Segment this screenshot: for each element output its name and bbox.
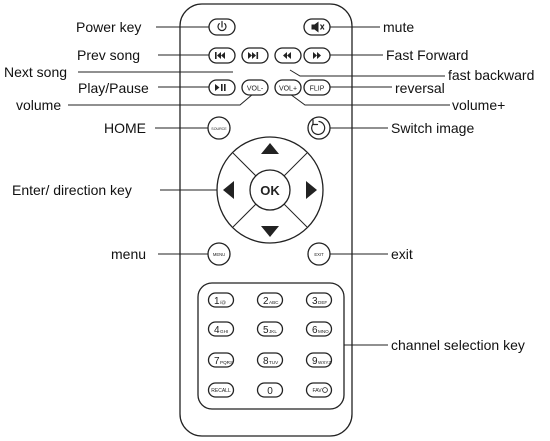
- play-pause-icon: [215, 84, 226, 91]
- skip-next-icon: [248, 52, 259, 59]
- key-3-letters: DEF: [318, 300, 327, 305]
- label-next-song: Next song: [4, 64, 68, 80]
- power-icon: [217, 20, 227, 32]
- fav-label: FAV: [312, 388, 322, 394]
- label-fast-forward: Fast Forward: [386, 47, 469, 63]
- key-9-letters: WXYZ: [318, 360, 331, 365]
- skip-previous-icon: [215, 52, 225, 59]
- label-mute: mute: [383, 19, 415, 35]
- key-2-letters: ABC: [269, 300, 279, 305]
- vol-minus-button[interactable]: [241, 79, 269, 96]
- leader-lines: [68, 26, 450, 346]
- label-volume-plus: volume+: [452, 97, 506, 113]
- ok-button[interactable]: [249, 169, 291, 211]
- key-6-button[interactable]: [305, 321, 333, 337]
- source-button[interactable]: [207, 116, 231, 140]
- recall-button[interactable]: [207, 382, 235, 398]
- keypad-panel: [197, 282, 345, 410]
- rotate-icon: [311, 119, 326, 136]
- label-menu: menu: [111, 246, 147, 262]
- label-reversal: reversal: [395, 80, 445, 96]
- label-fast-backward: fast backward: [448, 67, 535, 83]
- key-7-letters: PQRS: [220, 360, 233, 365]
- arrow-down-icon: [261, 226, 279, 237]
- exit-label: EXIT: [314, 252, 324, 257]
- recall-label: RECALL: [211, 388, 231, 394]
- key-7-digit: 7: [214, 356, 220, 367]
- key-8-button[interactable]: [256, 352, 284, 368]
- vol-minus-label: VOL-: [247, 86, 264, 93]
- key-4-digit: 4: [214, 325, 220, 336]
- flip-button[interactable]: [303, 79, 331, 96]
- arrow-right-icon: [306, 181, 317, 199]
- key-8-digit: 8: [263, 356, 269, 367]
- key-3-digit: 3: [312, 296, 318, 307]
- ok-label: OK: [260, 183, 280, 198]
- rewind-icon: [283, 52, 291, 59]
- key-2-button[interactable]: [256, 292, 284, 308]
- key-9-digit: 9: [312, 356, 318, 367]
- key-1-letters: /@: [220, 300, 226, 305]
- vol-plus-button[interactable]: [274, 79, 302, 96]
- menu-button[interactable]: [207, 242, 231, 266]
- label-play-pause: Play/Pause: [78, 80, 149, 96]
- key-0-button[interactable]: [256, 382, 284, 398]
- key-2-digit: 2: [263, 296, 269, 307]
- key-0-digit: 0: [267, 386, 273, 397]
- key-6-digit: 6: [312, 325, 318, 336]
- key-3-button[interactable]: [305, 292, 333, 308]
- key-1-button[interactable]: [207, 292, 235, 308]
- speaker-mute-icon: [311, 21, 325, 33]
- fav-circle-icon: [322, 387, 328, 393]
- label-power-key: Power key: [76, 19, 142, 35]
- fav-button[interactable]: [305, 382, 333, 398]
- vol-plus-label: VOL+: [279, 86, 297, 93]
- key-4-letters: GHI: [220, 329, 228, 334]
- arrow-up-icon: [261, 143, 279, 154]
- arrow-left-icon: [223, 181, 234, 199]
- exit-button[interactable]: [307, 242, 331, 266]
- fast-forward-icon: [313, 52, 321, 59]
- label-home: HOME: [104, 120, 146, 136]
- key-5-letters: JKL: [269, 329, 277, 334]
- key-5-button[interactable]: [256, 321, 284, 337]
- label-volume-minus: volume: [16, 97, 62, 113]
- label-switch-image: Switch image: [391, 120, 475, 136]
- key-4-button[interactable]: [207, 321, 235, 337]
- key-5-digit: 5: [263, 325, 269, 336]
- key-6-letters: MNO: [318, 329, 329, 334]
- key-9-button[interactable]: [305, 352, 333, 368]
- key-8-letters: TUV: [269, 360, 279, 365]
- label-enter-direction-key: Enter/ direction key: [12, 182, 132, 198]
- source-label: SOURCE: [211, 127, 227, 131]
- label-channel-selection-key: channel selection key: [391, 337, 525, 353]
- label-prev-song: Prev song: [77, 47, 141, 63]
- label-exit: exit: [391, 246, 413, 262]
- flip-label: FLIP: [310, 86, 325, 93]
- key-7-button[interactable]: [207, 352, 235, 368]
- key-1-digit: 1: [214, 296, 220, 307]
- menu-label: MENU: [213, 252, 225, 257]
